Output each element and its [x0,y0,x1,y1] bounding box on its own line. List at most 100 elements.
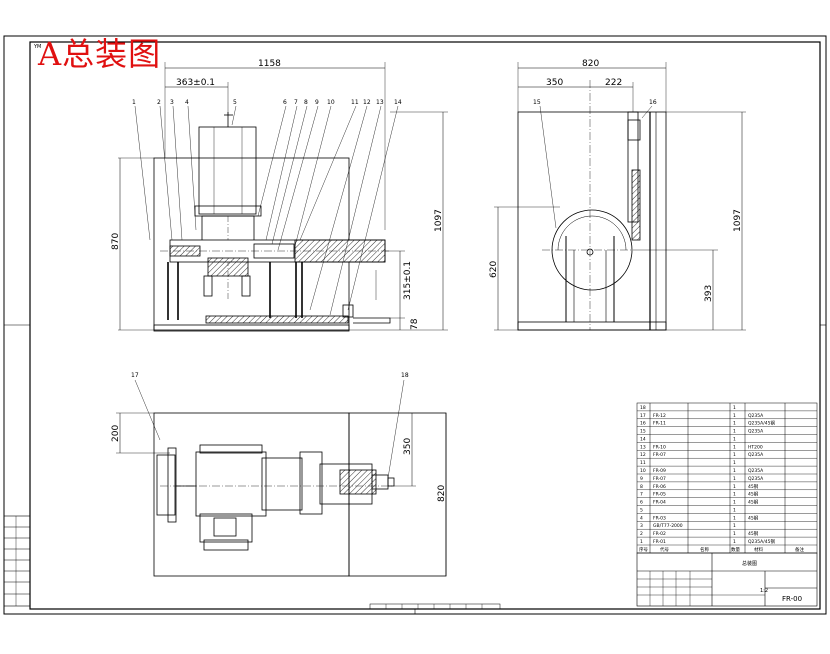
balloon-10: 10 [327,99,335,106]
bom-cell: 45钢 [748,499,759,506]
bom-cell: 1 [733,507,736,513]
bom-cell: Q235A [748,476,764,482]
bom-cell: 1 [733,405,736,411]
title-block-scale: 1:2 [760,588,768,594]
balloon-17: 17 [131,372,139,379]
bom-cell: 10 [640,468,646,474]
bom-cell: GB/T77-2000 [653,523,683,529]
top-view [116,379,447,577]
bom-cell: 14 [640,436,646,442]
bom-cell: FR-10 [653,444,666,450]
bom-cell: 1 [733,476,736,482]
dim-front-axis-height: 315±0.1 [403,261,413,300]
title-block-drawing-no: FR-00 [782,595,802,603]
balloon-13: 13 [376,99,384,106]
balloon-3: 3 [170,99,174,106]
bom-cell: 11 [640,460,646,466]
bom-cell: 1 [733,492,736,498]
title-block [636,552,818,607]
bom-cell: FR-01 [653,539,666,545]
bom-cell: 1 [733,539,736,545]
bom-cell: FR-07 [653,452,666,458]
bom-cell: 1 [733,531,736,537]
bom-cell: Q235A [748,429,764,435]
bom-cell: 1 [733,523,736,529]
side-view [494,62,746,331]
bom-cell: FR-06 [653,484,666,490]
bom-header-cell: 备注 [795,546,804,553]
bom-cell: 45钢 [748,530,759,537]
bom-cell: 45钢 [748,483,759,490]
bom-header-cell: 代号 [660,546,669,553]
bom-header-cell: 序号 [639,546,648,553]
dim-side-left: 350 [546,78,563,88]
bom-cell: Q235A [748,468,764,474]
bom-cell: 12 [640,452,646,458]
bom-cell: 1 [640,539,643,545]
balloon-18: 18 [401,372,409,379]
dim-front-width: 1158 [258,59,281,69]
bom-cell: Q235A [748,452,764,458]
dim-front-height-left: 870 [111,233,121,250]
dim-front-base: 78 [410,318,420,330]
front-view [118,62,448,332]
balloon-2: 2 [157,99,161,106]
bom-cell: 16 [640,421,646,427]
bom-cell: 1 [733,500,736,506]
balloon-4: 4 [185,99,189,106]
balloon-16: 16 [649,99,657,106]
balloon-11: 11 [351,99,359,106]
bom-cell: FR-12 [653,413,666,419]
bom-cell: FR-03 [653,515,666,521]
bom-cell: 1 [733,452,736,458]
left-strip [3,515,31,607]
dim-side-height-right: 1097 [733,209,743,232]
front-balloons [134,105,399,316]
balloon-7: 7 [294,99,298,106]
bom-cell: 9 [640,476,643,482]
dim-side-right: 222 [605,78,622,88]
bom-cell: 5 [640,507,643,513]
bom-cell: 3 [640,523,643,529]
bom-cell: 45钢 [748,514,759,521]
bom-cell: 1 [733,468,736,474]
dim-top-offset: 200 [111,425,121,442]
bom-cell: 7 [640,492,643,498]
bom-cell: 17 [640,413,646,419]
bom-cell: FR-02 [653,531,666,537]
dim-side-width: 820 [582,59,599,69]
bom-cell: 15 [640,429,646,435]
bom-header-cell: 名称 [700,546,709,553]
balloon-1: 1 [132,99,136,106]
bom-header-cell: 数量 [731,546,740,553]
dim-front-height-right: 1097 [434,209,444,232]
inner-frame [29,41,821,610]
dim-side-axis: 393 [704,285,714,302]
bom-cell: 8 [640,484,643,490]
bom-cell: FR-11 [653,421,666,427]
bom-cell: 1 [733,413,736,419]
balloon-8: 8 [304,99,308,106]
bom-header-cell: 材料 [754,546,763,553]
bom-cell: HT200 [748,444,763,450]
bom-cell: 1 [733,460,736,466]
bom-cell: 1 [733,484,736,490]
balloon-14: 14 [394,99,402,106]
bom-cell: 13 [640,444,646,450]
bom-cell: FR-04 [653,500,666,506]
bom-cell: 1 [733,436,736,442]
bom-cell: 4 [640,515,643,521]
bom-cell: 1 [733,429,736,435]
dim-side-height-left: 620 [489,261,499,278]
title-block-assembly-label: 总装图 [742,560,757,567]
bom-cell: Q235A/45钢 [748,420,775,427]
bottom-scale-bar [369,603,501,610]
bom-cell: 45钢 [748,491,759,498]
sheet-title: A总装图 [38,35,162,73]
bom-cell: Q235A [748,413,764,419]
dim-front-offset: 363±0.1 [176,78,215,88]
doc-code: YM [33,44,41,50]
bom-cell: FR-07 [653,476,666,482]
